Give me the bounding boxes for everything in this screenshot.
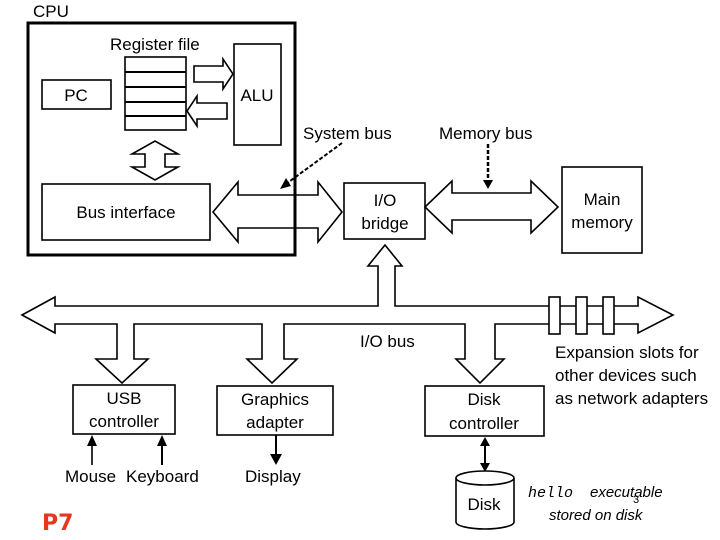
expansion-label-line1: Expansion slots for <box>555 343 699 362</box>
expansion-label-line3: as network adapters <box>555 389 708 408</box>
alu-to-register-arrow <box>186 93 228 129</box>
graphics-adapter-label-line2: adapter <box>246 413 304 432</box>
usb-controller-label-line1: USB <box>107 389 142 408</box>
system-bus-pointer-head <box>280 178 291 189</box>
io-bus-label: I/O bus <box>360 332 415 351</box>
memory-bus-arrow <box>423 179 560 235</box>
mouse-arrowhead <box>87 435 97 446</box>
expansion-slots <box>548 296 615 335</box>
overlay-number: 3 <box>633 494 639 506</box>
memory-bus-pointer-head <box>483 180 493 189</box>
register-bus-interface-arrow <box>128 140 182 181</box>
disk-controller-label-line2: controller <box>449 414 519 433</box>
expansion-label-line2: other devices such <box>555 366 697 385</box>
io-bridge-label-line1: I/O <box>374 191 397 210</box>
alu-box <box>233 43 282 146</box>
executable-label: executable <box>590 484 663 501</box>
keyboard-arrowhead <box>157 435 167 446</box>
register-file <box>124 56 187 131</box>
bus-interface-label: Bus interface <box>76 203 175 222</box>
expansion-slot <box>548 296 561 335</box>
system-bus-arrow <box>211 179 344 245</box>
pc-box <box>41 79 112 110</box>
io-bridge-label-line2: bridge <box>361 214 408 233</box>
display-arrowhead <box>270 454 282 465</box>
stored-on-disk-label: stored on disk <box>549 507 644 524</box>
graphics-adapter-box <box>216 385 334 436</box>
main-memory-label-line1: Main <box>584 190 621 209</box>
system-bus-label: System bus <box>303 124 392 143</box>
display-label: Display <box>245 467 301 486</box>
cpu-label: CPU <box>33 2 69 21</box>
hello-label: hello <box>528 485 573 502</box>
register-file-label: Register file <box>110 35 200 54</box>
memory-bus-label: Memory bus <box>439 124 533 143</box>
graphics-adapter-label-line1: Graphics <box>241 390 309 409</box>
disk-connector-head-up <box>480 437 490 446</box>
disk-controller-label-line1: Disk <box>467 390 501 409</box>
register-to-alu-arrow <box>193 56 234 92</box>
usb-controller-label-line2: controller <box>89 412 159 431</box>
expansion-slot <box>602 296 615 335</box>
main-memory-box <box>561 166 643 254</box>
alu-label: ALU <box>240 86 273 105</box>
io-bus-arrow <box>20 243 675 385</box>
system-bus-pointer <box>285 142 343 185</box>
page-label: P7 <box>42 511 73 536</box>
disk-connector-head-down <box>480 463 490 472</box>
bus-interface-box <box>41 183 211 241</box>
io-bridge-box <box>343 182 426 240</box>
mouse-label: Mouse <box>65 467 116 486</box>
keyboard-label: Keyboard <box>126 467 199 486</box>
disk-label: Disk <box>467 495 501 514</box>
main-memory-label-line2: memory <box>571 213 633 232</box>
usb-controller-box <box>72 384 176 435</box>
expansion-slot <box>575 296 588 335</box>
disk-controller-box <box>424 385 545 437</box>
disk-icon <box>455 470 515 530</box>
pc-label: PC <box>64 86 88 105</box>
